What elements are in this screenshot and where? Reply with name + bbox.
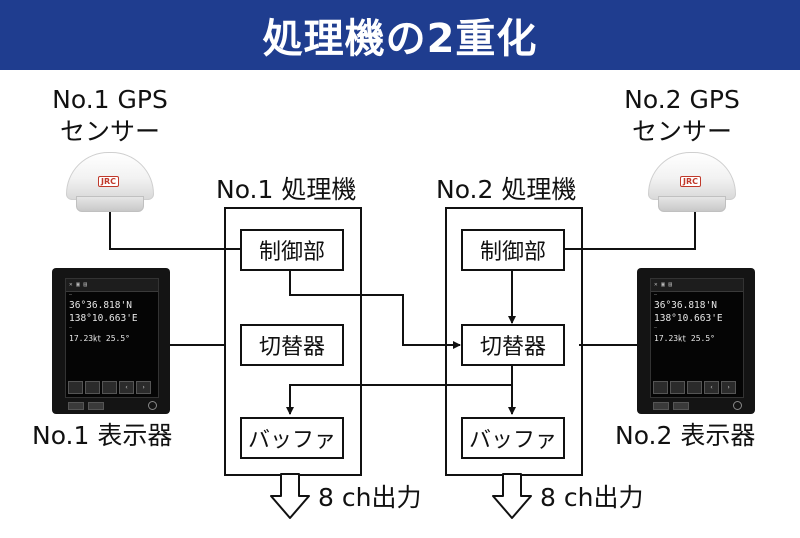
output2-arrow <box>492 473 532 519</box>
output2-label: 8 ch出力 <box>540 483 644 512</box>
display2-softkey <box>670 381 685 394</box>
display1-status-bar: ✕ ▣ ▤ <box>66 279 158 292</box>
display2-hw-button <box>653 402 669 410</box>
processor1-label: No.1 処理機 <box>216 175 357 204</box>
display2-speed-caption: — <box>654 325 658 331</box>
display1-label: No.1 表示器 <box>32 421 173 450</box>
output1-arrow <box>270 473 310 519</box>
display2-softkeys: ‹ › <box>653 381 736 394</box>
display2-softkey <box>653 381 668 394</box>
control1-to-switch2-line <box>289 270 461 349</box>
display2-pos-caption: — <box>654 292 658 298</box>
display1-speed-caption: — <box>69 325 73 331</box>
display1-hw-button <box>88 402 104 410</box>
display2-softkey <box>687 381 702 394</box>
display1-right-key: › <box>136 381 151 394</box>
gps2-label-line2: センサー <box>631 117 732 146</box>
display1-softkeys: ‹ › <box>68 381 151 394</box>
processor2-switch-box: 切替器 <box>461 324 565 366</box>
gps1-dome-base <box>76 196 144 212</box>
display2-lat: 36°36.818'N <box>654 300 717 311</box>
display2-screen: ✕ ▣ ▤ — 36°36.818'N 138°10.663'E — 17.23… <box>650 278 744 398</box>
display1-softkey <box>102 381 117 394</box>
display2-device: ✕ ▣ ▤ — 36°36.818'N 138°10.663'E — 17.23… <box>637 268 755 414</box>
display1-hw-button <box>68 402 84 410</box>
display1-pos-caption: — <box>69 292 73 298</box>
gps2-label: No.2 GPS センサー <box>612 84 752 148</box>
gps2-sensor-image: JRC <box>648 152 736 214</box>
display2-power-knob <box>733 401 742 410</box>
gps1-logo: JRC <box>98 176 120 187</box>
processor1-control-box: 制御部 <box>240 229 344 271</box>
display1-lon: 138°10.663'E <box>69 313 138 324</box>
display1-lat: 36°36.818'N <box>69 300 132 311</box>
gps2-logo: JRC <box>680 176 702 187</box>
gps1-label-line1: No.1 GPS <box>52 85 168 114</box>
processor1-switch-box: 切替器 <box>240 324 344 366</box>
gps1-sensor-image: JRC <box>66 152 154 214</box>
gps2-label-line1: No.2 GPS <box>624 85 740 114</box>
processor2-label: No.2 処理機 <box>436 175 577 204</box>
display1-speed: 17.23㏏ 25.5° <box>69 334 130 343</box>
display1-power-knob <box>148 401 157 410</box>
display2-right-key: › <box>721 381 736 394</box>
gps2-dome-base <box>658 196 726 212</box>
gps1-label: No.1 GPS センサー <box>40 84 180 148</box>
processor1-buffer-box: バッファ <box>240 417 344 459</box>
display2-status-bar: ✕ ▣ ▤ <box>651 279 743 292</box>
display2-speed: 17.23㏏ 25.5° <box>654 334 715 343</box>
gps2-cable <box>557 212 696 250</box>
display1-softkey <box>68 381 83 394</box>
page-title: 処理機の2重化 <box>262 16 538 62</box>
display1-screen: ✕ ▣ ▤ — 36°36.818'N 138°10.663'E — 17.23… <box>65 278 159 398</box>
processor2-buffer-box: バッファ <box>461 417 565 459</box>
display2-left-key: ‹ <box>704 381 719 394</box>
title-bar: 処理機の2重化 <box>0 0 800 70</box>
switch2-to-buffer1-line <box>286 384 512 415</box>
display2-hw-button <box>673 402 689 410</box>
display2-label: No.2 表示器 <box>615 421 756 450</box>
processor2-control-box: 制御部 <box>461 229 565 271</box>
display2-lon: 138°10.663'E <box>654 313 723 324</box>
display1-softkey <box>85 381 100 394</box>
gps1-cable <box>109 212 240 250</box>
gps1-label-line2: センサー <box>59 117 160 146</box>
display1-device: ✕ ▣ ▤ — 36°36.818'N 138°10.663'E — 17.23… <box>52 268 170 414</box>
output1-label: 8 ch出力 <box>318 483 422 512</box>
display1-left-key: ‹ <box>119 381 134 394</box>
